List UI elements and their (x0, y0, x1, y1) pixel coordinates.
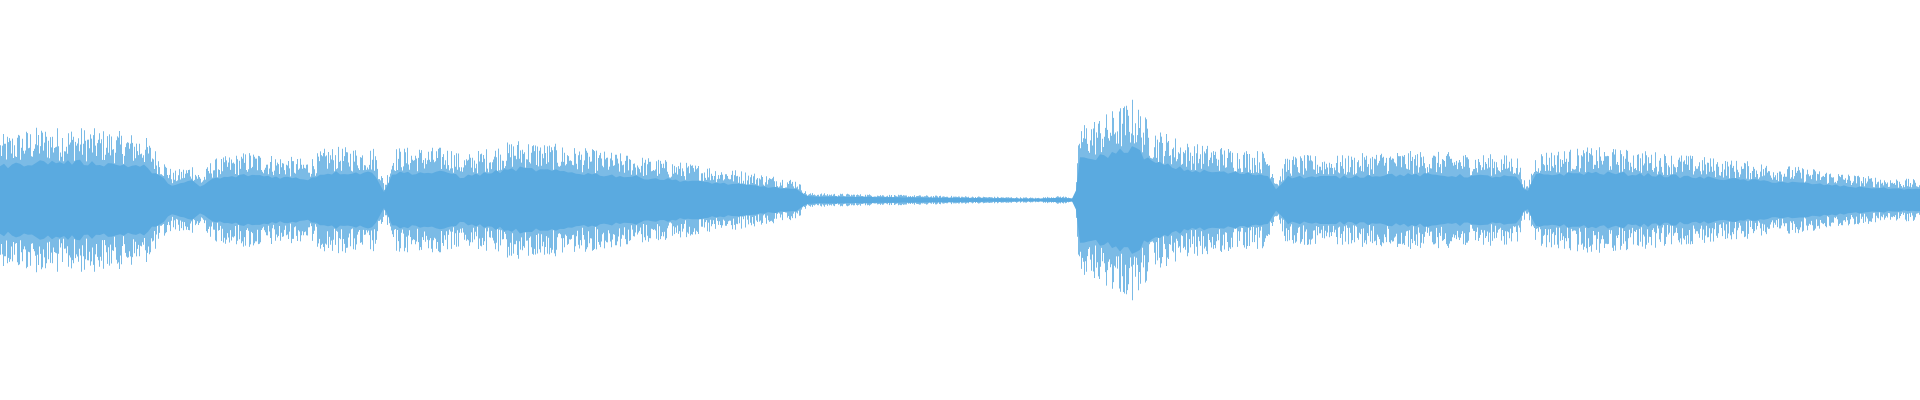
waveform-panel[interactable] (0, 0, 1920, 400)
audio-waveform[interactable] (0, 0, 1920, 400)
